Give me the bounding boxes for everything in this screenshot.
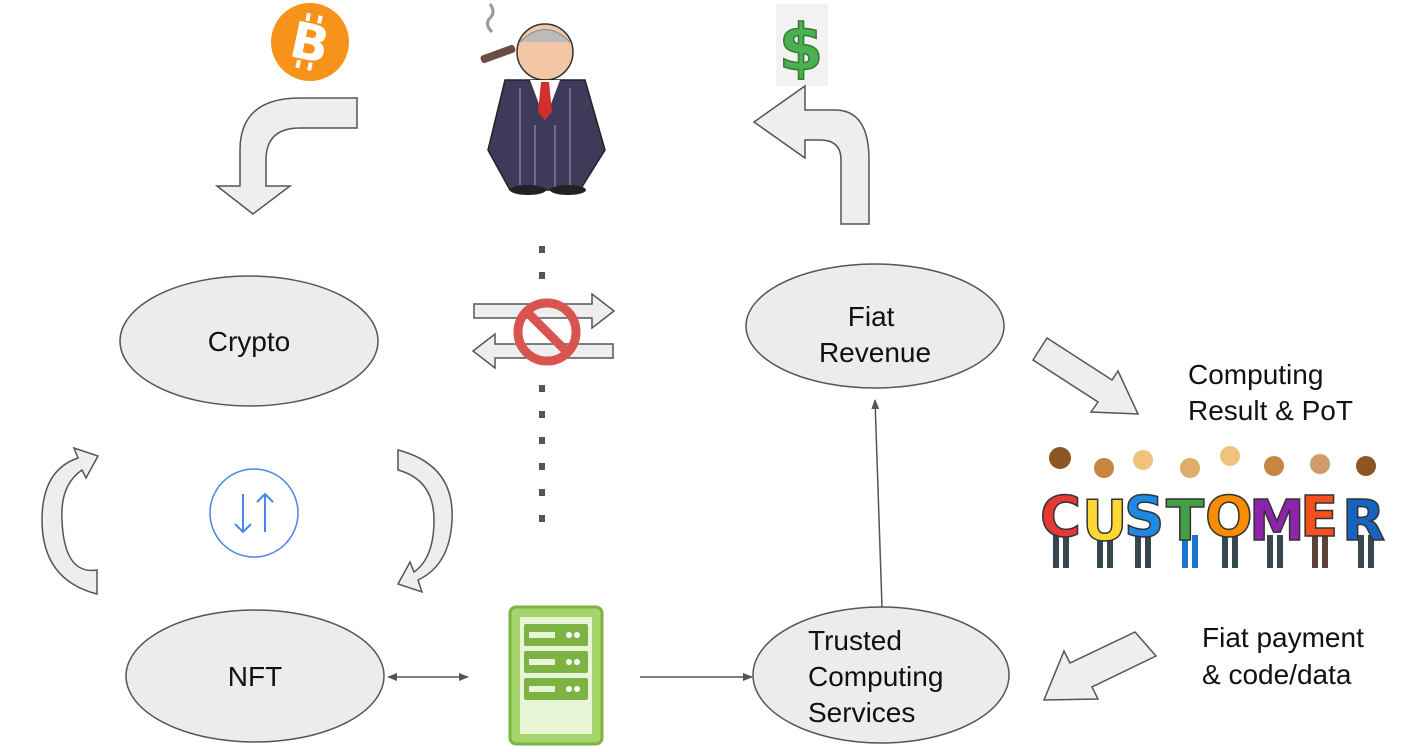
blocked-exchange [471,292,616,370]
crypto-node: Crypto [119,275,379,407]
customer-letter-s: S [1124,485,1164,550]
svg-text:Fiat payment & code/data: Fiat payment & code/data [1202,622,1372,690]
nft-node: NFT [125,609,385,743]
crypto-label: Crypto [208,326,290,357]
bitcoin-to-crypto-arrow [214,97,358,215]
customer-word: C U S T O M E R [1039,484,1386,555]
left-exchange-arrow [471,332,614,370]
customer-letter-t: T [1166,489,1204,554]
trusted-computing-node: Trusted Computing Services [752,606,1010,744]
svg-text:Fiat Revenue: Fiat Revenue [819,301,931,368]
dollar-icon: $ [776,4,828,87]
server-icon [508,605,604,746]
svg-text:$: $ [779,12,824,86]
customer-people [1049,446,1376,478]
computing-result-line2: Result & PoT [1188,395,1353,426]
fiat-revenue-node: Fiat Revenue [745,263,1005,389]
dotted-separator [539,246,545,522]
customer-letter-m: M [1249,489,1305,554]
svg-text:Computing Result & PoT: Computing Result & PoT [1188,359,1353,426]
svg-text:Trusted Computing: Trusted Computing Services [808,625,951,728]
prohibited-icon [513,298,581,366]
fiat-to-dollar-arrow [752,84,870,225]
customer-to-trusted-arrow [1042,631,1158,701]
right-exchange-arrow [473,292,616,330]
tycoon-figure [480,3,606,195]
trusted-to-fiat-arrow [871,399,883,608]
nft-label: NFT [228,661,282,692]
fiat-to-customer-arrow [1031,336,1140,415]
bitcoin-icon: B [271,3,349,81]
exchange-icon [209,468,299,558]
trusted-label-line2: Computing [808,661,943,692]
customer-letter-c: C [1040,485,1081,550]
fiat-payment-line2: & code/data [1202,659,1352,690]
trusted-label-line1: Trusted [808,625,902,656]
trusted-label-line3: Services [808,697,915,728]
customer-letter-r: R [1342,489,1385,554]
customer-legs [1053,535,1374,568]
customer-letter-o: O [1205,485,1253,550]
computing-result-line1: Computing [1188,359,1323,390]
customer-letter-e: E [1300,485,1338,550]
fiat-revenue-label-line2: Revenue [819,337,931,368]
fiat-payment-line1: Fiat payment [1202,622,1364,653]
customer-group-picture: C U S T O M E R [1039,446,1386,568]
fiat-revenue-label-line1: Fiat [848,301,895,332]
crypto-to-nft-curved-arrow [396,449,453,594]
customer-letter-u: U [1082,489,1127,554]
nft-to-crypto-curved-arrow [41,446,100,595]
